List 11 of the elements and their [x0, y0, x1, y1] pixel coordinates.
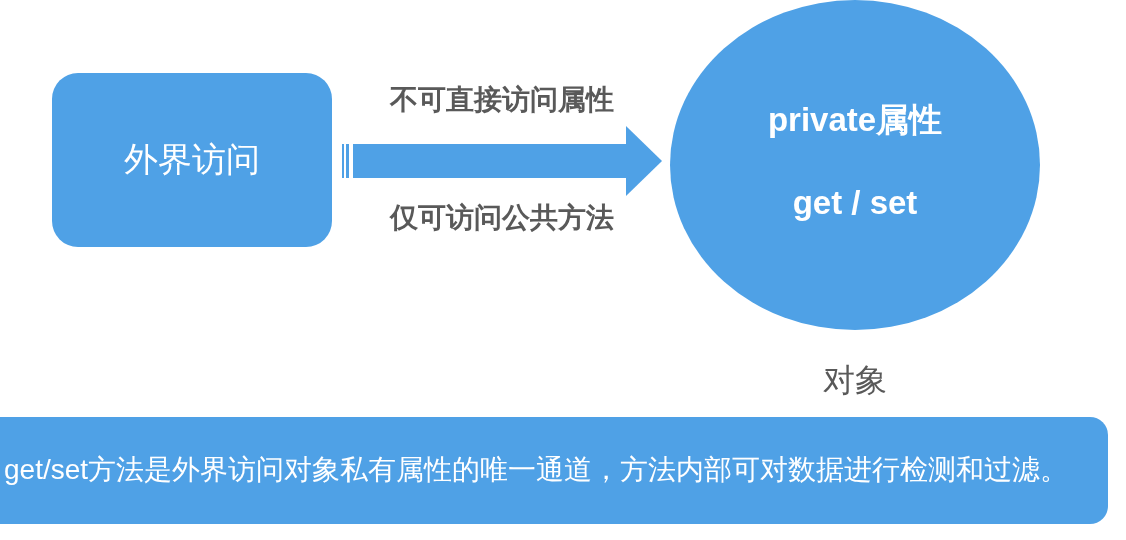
banner-text: get/set方法是外界访问对象私有属性的唯一通道，方法内部可对数据进行检测和过滤。 [4, 453, 1069, 487]
circle-label: get / set [792, 184, 918, 222]
info-banner [0, 417, 1108, 524]
edge-label: 不可直接访问属性 [390, 83, 614, 117]
rounded-box [52, 73, 332, 247]
node-caption: 对象 [823, 361, 887, 399]
arrow-note: 仅可访问公共方法 [390, 201, 614, 235]
block-arrow [342, 126, 662, 196]
circle-label: private属性 [767, 101, 943, 139]
object-circle [670, 0, 1040, 330]
box-label: 外界访问 [124, 140, 260, 180]
